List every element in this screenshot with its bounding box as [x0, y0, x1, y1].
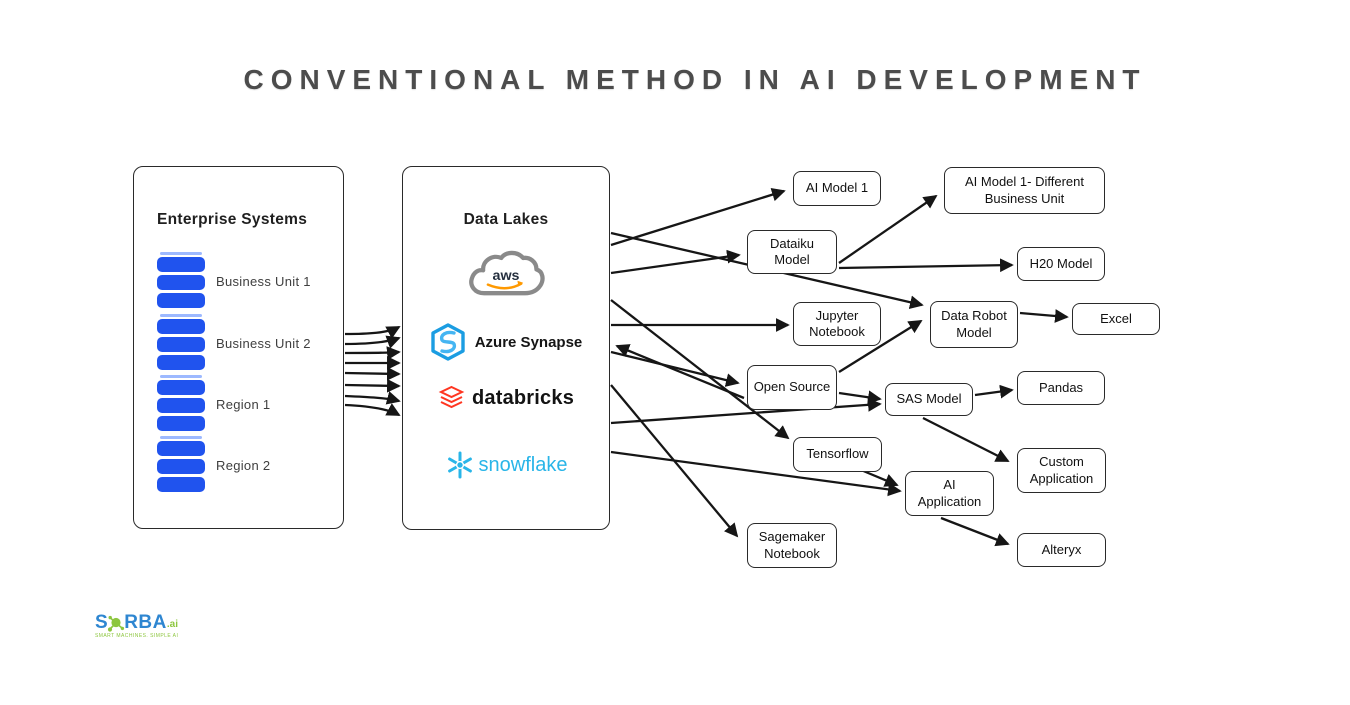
- data-lakes-box: Data Lakes aws Azure Synapse databrick: [402, 166, 610, 530]
- sorba-tagline: SMART MACHINES. SIMPLE AI: [95, 633, 179, 639]
- enterprise-title: Enterprise Systems: [157, 211, 308, 228]
- sorba-molecule-icon: [108, 615, 125, 632]
- enterprise-systems-box: Enterprise Systems Business Unit 1 Busin…: [133, 166, 344, 529]
- aws-logo: aws: [403, 249, 609, 305]
- node-pandas: Pandas: [1017, 371, 1105, 405]
- data-lakes-title: Data Lakes: [463, 211, 549, 228]
- node-custom-application: Custom Application: [1017, 448, 1106, 493]
- node-jupyter-notebook: Jupyter Notebook: [793, 302, 881, 346]
- node-data-robot-model: Data Robot Model: [930, 301, 1018, 348]
- enterprise-row-business-unit-1: Business Unit 1: [157, 252, 311, 311]
- enterprise-item-label: Region 2: [216, 458, 271, 473]
- azure-synapse-logo: Azure Synapse: [403, 323, 609, 361]
- enterprise-row-region-1: Region 1: [157, 375, 270, 434]
- server-stack-icon: [157, 436, 205, 495]
- page-title: CONVENTIONAL METHOD IN AI DEVELOPMENT: [243, 64, 1147, 95]
- databricks-icon: [438, 385, 465, 409]
- snowflake-logo: snowflake: [403, 450, 609, 480]
- node-sas-model: SAS Model: [885, 383, 973, 416]
- node-tensorflow: Tensorflow: [793, 437, 882, 472]
- server-stack-icon: [157, 375, 205, 434]
- azure-synapse-label: Azure Synapse: [474, 333, 583, 351]
- node-h20-model: H20 Model: [1017, 247, 1105, 281]
- sorba-logo-suffix: .ai: [166, 619, 178, 630]
- node-excel: Excel: [1072, 303, 1160, 335]
- svg-text:aws: aws: [493, 268, 520, 284]
- node-dataiku-model: Dataiku Model: [747, 230, 837, 274]
- enterprise-row-region-2: Region 2: [157, 436, 270, 495]
- snowflake-label: snowflake: [478, 453, 568, 476]
- node-ai-model-1: AI Model 1: [793, 171, 881, 206]
- enterprise-item-label: Business Unit 1: [216, 274, 311, 289]
- sorba-logo-text-rba: RBA: [124, 612, 167, 633]
- server-stack-icon: [157, 314, 205, 373]
- sorba-logo: S RBA .ai SMART MACHINES. SIMPLE AI: [95, 613, 185, 639]
- sorba-logo-text-s: S: [95, 612, 109, 633]
- enterprise-row-business-unit-2: Business Unit 2: [157, 314, 311, 373]
- node-open-source: Open Source: [747, 365, 837, 410]
- databricks-label: databricks: [471, 386, 575, 409]
- node-sagemaker-notebook: Sagemaker Notebook: [747, 523, 837, 568]
- enterprise-item-label: Business Unit 2: [216, 336, 311, 351]
- databricks-logo: databricks: [403, 385, 609, 411]
- azure-synapse-icon: [431, 323, 465, 361]
- server-stack-icon: [157, 252, 205, 311]
- aws-cloud-icon: aws: [469, 250, 545, 296]
- node-alteryx: Alteryx: [1017, 533, 1106, 567]
- node-ai-application: AI Application: [905, 471, 994, 516]
- enterprise-item-label: Region 1: [216, 397, 271, 412]
- node-ai-model-1-different-business-unit: AI Model 1- Different Business Unit: [944, 167, 1105, 214]
- snowflake-icon: [447, 451, 472, 479]
